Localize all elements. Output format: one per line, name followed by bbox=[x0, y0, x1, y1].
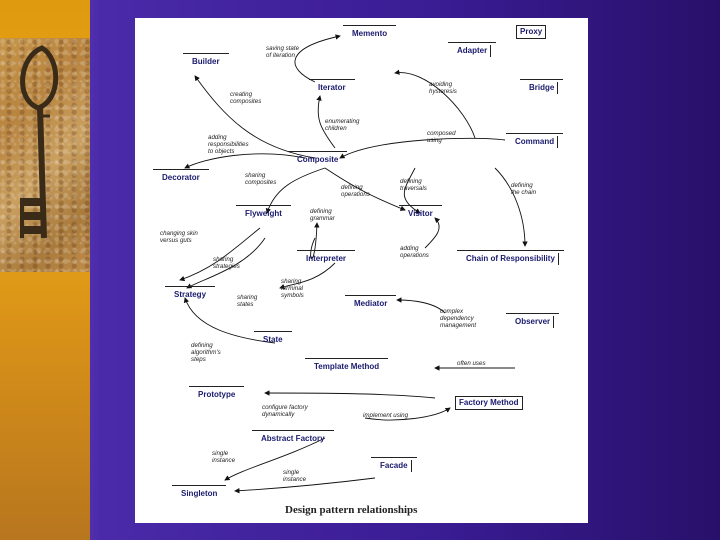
label-avoiding-hysteresis: avoiding hysteresis bbox=[429, 81, 457, 95]
node-singleton: Singleton bbox=[171, 485, 227, 500]
node-flyweight: Flyweight bbox=[236, 205, 291, 220]
label-defining-traversals: defining traversals bbox=[400, 178, 427, 192]
label-saving-state: saving state of iteration bbox=[266, 45, 300, 59]
node-state: State bbox=[254, 331, 292, 346]
node-proxy: Proxy bbox=[516, 25, 547, 39]
node-bridge: Bridge bbox=[519, 79, 564, 94]
label-complex-dependency: complex dependency management bbox=[440, 308, 477, 329]
design-pattern-diagram: Memento Proxy Builder Adapter Iterator B… bbox=[135, 18, 588, 523]
node-abstract-factory: Abstract Factory bbox=[252, 430, 334, 445]
node-decorator: Decorator bbox=[153, 169, 209, 184]
key-photo bbox=[0, 38, 90, 272]
node-composite: Composite bbox=[287, 151, 348, 166]
node-adapter: Adapter bbox=[447, 42, 497, 57]
label-sharing-terminal: sharing terminal symbols bbox=[281, 278, 304, 299]
node-memento: Memento bbox=[342, 25, 397, 40]
node-command: Command bbox=[505, 133, 564, 148]
label-configure-factory: configure factory dynamically bbox=[262, 404, 308, 418]
relationship-edges bbox=[179, 34, 528, 494]
label-adding-responsibilities: adding responsibilities to objects bbox=[208, 134, 249, 155]
node-strategy: Strategy bbox=[164, 286, 216, 301]
label-adding-operations: adding operations bbox=[400, 245, 429, 259]
node-factory-method: Factory Method bbox=[455, 396, 523, 410]
label-defining-operations: defining operations bbox=[341, 184, 370, 198]
label-single-instance-1: single instance bbox=[212, 450, 236, 464]
node-visitor: Visitor bbox=[399, 205, 442, 220]
key-icon bbox=[20, 45, 59, 239]
label-enumerating-children: enumerating children bbox=[325, 118, 360, 132]
node-interpreter: Interpreter bbox=[296, 250, 356, 265]
node-observer: Observer bbox=[505, 313, 560, 328]
node-prototype: Prototype bbox=[188, 386, 245, 401]
node-builder: Builder bbox=[183, 53, 229, 68]
diagram-caption: Design pattern relationships bbox=[285, 504, 418, 516]
label-composed-using: composed using bbox=[427, 130, 456, 144]
node-template-method: Template Method bbox=[304, 358, 389, 373]
label-single-instance-2: single instance bbox=[283, 469, 307, 483]
node-iterator: Iterator bbox=[309, 79, 355, 94]
node-facade: Facade bbox=[371, 457, 417, 472]
node-mediator: Mediator bbox=[344, 295, 397, 310]
label-defining-steps: defining algorithm's steps bbox=[191, 342, 221, 363]
label-defining-the-chain: defining the chain bbox=[511, 182, 537, 196]
label-creating-composites: creating composites bbox=[230, 91, 262, 105]
label-sharing-states: sharing states bbox=[237, 294, 258, 308]
label-sharing-strategies: sharing strategies bbox=[213, 256, 240, 270]
label-implement-using: implement using bbox=[363, 412, 409, 419]
label-changing-skin: changing skin versus guts bbox=[160, 230, 198, 244]
label-defining-grammar: defining grammar bbox=[310, 208, 335, 222]
label-sharing-composites: sharing composites bbox=[245, 172, 277, 186]
label-often-uses: often uses bbox=[457, 360, 486, 367]
node-chain-of-responsibility: Chain of Responsibility bbox=[457, 250, 564, 265]
